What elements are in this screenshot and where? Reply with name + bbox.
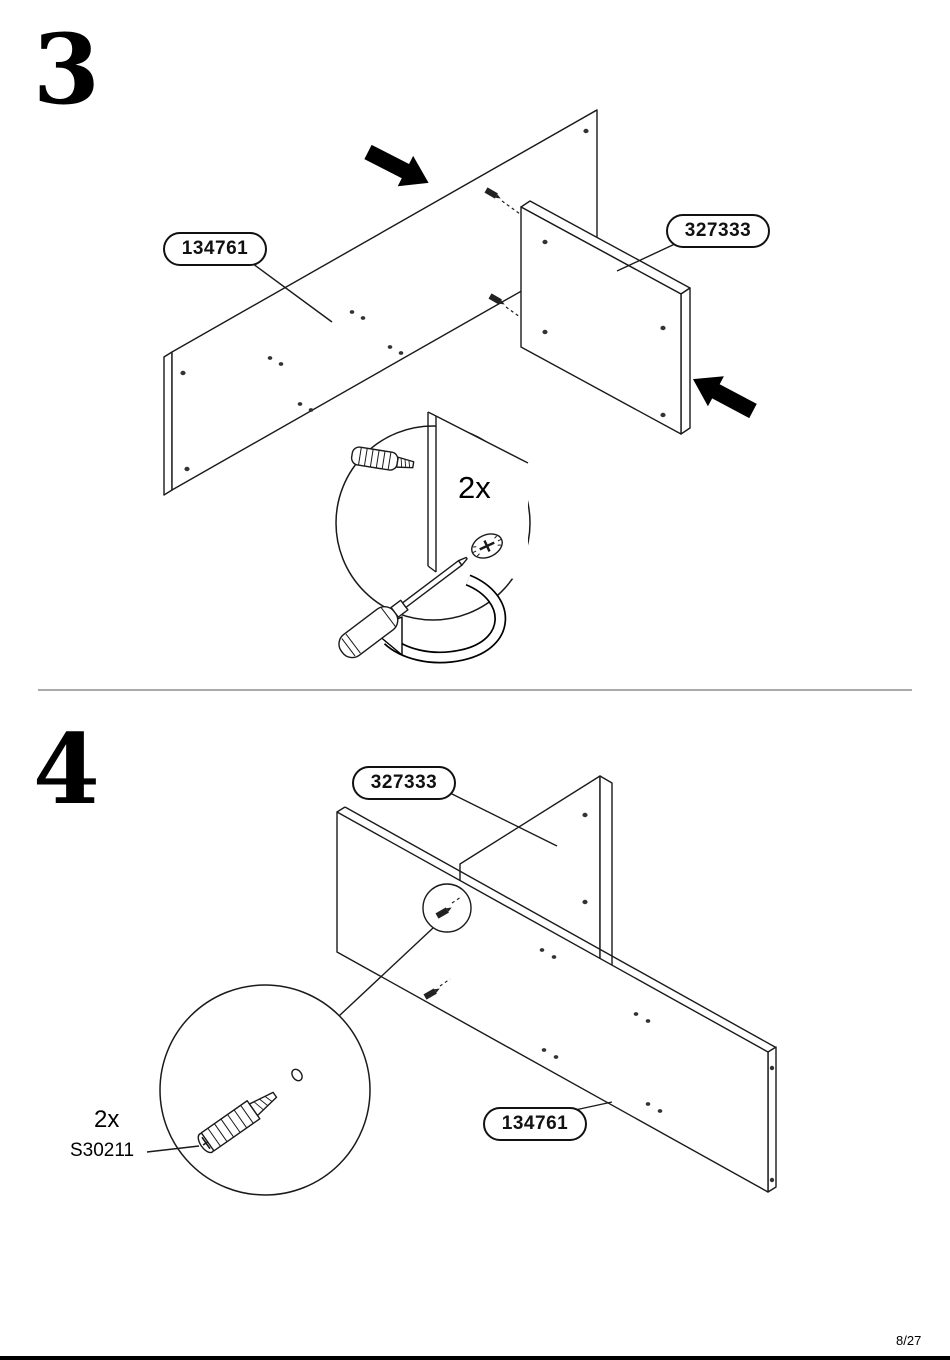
screw-hole-ring-icon — [291, 1068, 303, 1082]
dowel-screw-icon — [350, 446, 415, 471]
step3-diagram — [163, 109, 757, 664]
part-label-text: 134761 — [181, 238, 249, 259]
quantity-label-step3: 2x — [458, 470, 491, 505]
part-label-text: 327333 — [684, 220, 752, 241]
pointer-line — [616, 242, 678, 272]
quantity-label-step4: 2x — [94, 1106, 120, 1133]
panel-holes — [582, 812, 588, 905]
part-label-327333: 327333 — [666, 214, 770, 248]
screwdriver-icon — [338, 556, 468, 659]
part-label-text: 134761 — [501, 1113, 569, 1134]
dowel-screw-icon — [197, 1091, 278, 1154]
pointer-line — [248, 260, 333, 323]
page-bottom-rule — [0, 1356, 950, 1360]
detail-circle-step3 — [335, 411, 531, 664]
step4-number: 4 — [33, 713, 100, 826]
screw-callout-circle — [422, 883, 472, 933]
pointer-line — [449, 792, 558, 847]
pointer-line — [146, 1145, 200, 1153]
detail-circle-step4 — [146, 984, 371, 1196]
part-label-text: 327333 — [370, 772, 438, 793]
part-label-327333: 327333 — [352, 766, 456, 800]
panel-holes — [539, 948, 775, 1183]
panel-327333-step3 — [520, 200, 691, 435]
part-label-134761: 134761 — [163, 232, 267, 266]
pointer-line — [574, 1101, 613, 1111]
assembly-arrow-left-icon — [692, 376, 757, 419]
screw-icon — [423, 978, 451, 1000]
phillips-screw-head-icon — [471, 533, 503, 559]
panel-134761-step4 — [336, 806, 777, 1193]
connector-line — [338, 927, 434, 1017]
assembly-arrow-right-icon — [364, 144, 429, 187]
panel-holes — [542, 239, 666, 418]
panel-corner — [427, 411, 529, 580]
step4-diagram — [146, 775, 777, 1196]
part-label-134761: 134761 — [483, 1107, 587, 1141]
screw-part-code: S30211 — [70, 1140, 135, 1161]
panel-holes — [180, 128, 589, 472]
step3-number: 3 — [33, 13, 100, 126]
page-number: 8/27 — [896, 1333, 922, 1348]
